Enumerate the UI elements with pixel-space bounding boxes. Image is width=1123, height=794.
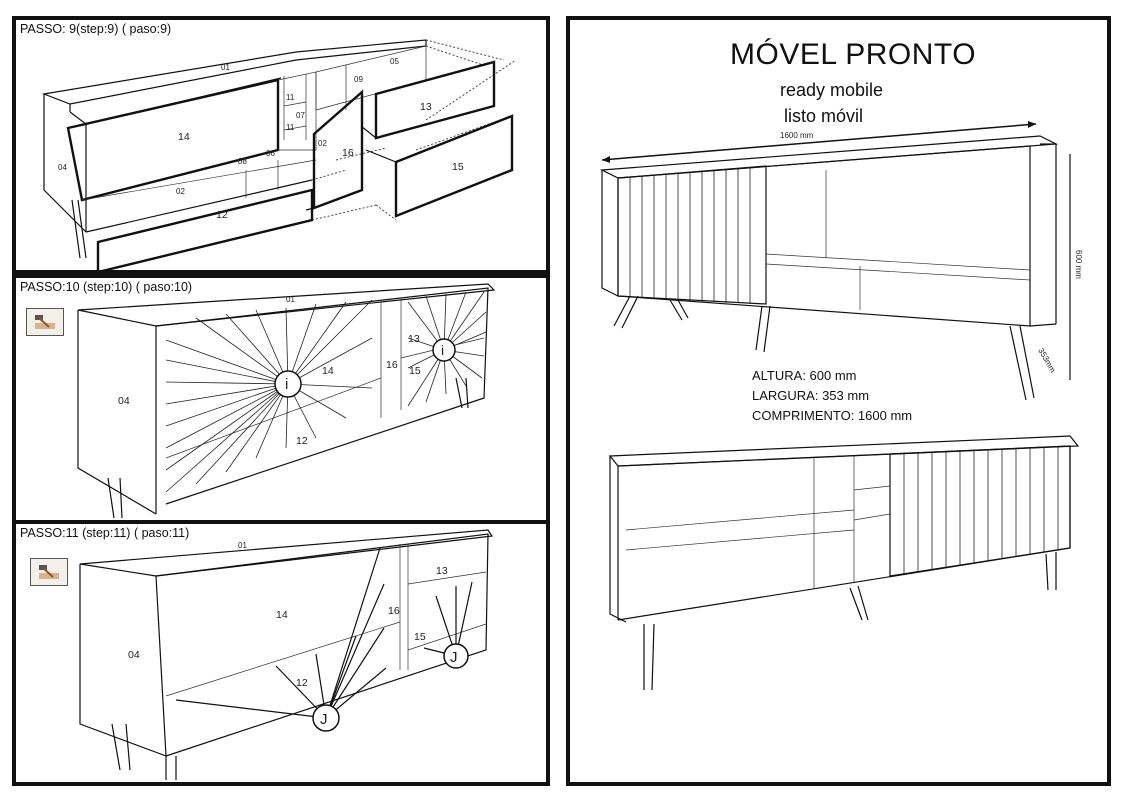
part-14: 14 — [322, 365, 334, 377]
step-11-diagram: J J 01 04 14 13 16 15 12 — [79, 529, 494, 780]
slatted-door-right — [889, 445, 1071, 577]
callout-i-left-label: i — [285, 376, 288, 393]
part-04: 04 — [128, 649, 140, 661]
part-04: 04 — [58, 163, 67, 172]
height-dimension-label: 600 mm — [1074, 250, 1083, 279]
spec-length: COMPRIMENTO: 1600 mm — [752, 408, 913, 423]
width-dimension-line — [601, 123, 1037, 161]
part-04: 04 — [118, 395, 130, 407]
part-05: 05 — [390, 57, 399, 66]
finished-title: MÓVEL PRONTO — [730, 38, 977, 71]
part-13: 13 — [436, 565, 448, 577]
step-11-arrows — [175, 547, 473, 719]
slatted-door-left — [617, 165, 767, 305]
callout-j-right — [443, 643, 469, 669]
part-02b: 02 — [176, 187, 185, 196]
part-13: 13 — [408, 333, 420, 345]
part-16: 16 — [386, 359, 398, 371]
callout-j-left — [312, 704, 340, 732]
part-01: 01 — [221, 63, 230, 72]
part-15: 15 — [452, 161, 464, 173]
part-01: 01 — [286, 295, 295, 304]
part-14: 14 — [178, 131, 190, 143]
step-10-diagram: i i 01 04 14 13 16 15 12 — [77, 283, 496, 519]
part-07: 07 — [296, 111, 305, 120]
step-9-panel: PASSO: 9(step:9) ( paso:9) — [12, 16, 550, 274]
step-9-title: PASSO: 9(step:9) ( paso:9) — [20, 22, 172, 36]
part-01: 01 — [238, 541, 247, 550]
step-9-labels: 01 05 09 11 11 07 02 08 06 14 13 16 15 0… — [58, 57, 464, 221]
callout-i-right — [432, 338, 456, 362]
hammer-icon — [26, 308, 64, 336]
hammer-icon — [30, 558, 68, 586]
finished-subtitle-es: listo móvil — [784, 106, 864, 126]
part-12: 12 — [216, 209, 228, 221]
part-12: 12 — [296, 435, 308, 447]
callout-i-right-label: i — [441, 342, 444, 358]
part-12: 12 — [296, 677, 308, 689]
width-dimension-label: 1600 mm — [780, 131, 814, 140]
step-9-diagram — [41, 39, 517, 274]
part-11b: 11 — [286, 123, 295, 132]
step-11-title: PASSO:11 (step:11) ( paso:11) — [20, 526, 190, 540]
callout-j-right-label: J — [450, 649, 458, 666]
part-08: 08 — [238, 157, 247, 166]
part-16: 16 — [388, 605, 400, 617]
part-13: 13 — [420, 101, 432, 113]
part-16: 16 — [342, 147, 354, 159]
part-11a: 11 — [286, 93, 295, 102]
finished-panel: MÓVEL PRONTO ready mobile listo móvil 16… — [566, 16, 1111, 786]
part-06: 06 — [266, 149, 275, 158]
depth-dimension-label: 353mm — [1036, 347, 1057, 375]
finished-front-view: 1600 mm 600 mm 353mm — [599, 121, 1083, 691]
part-02a: 02 — [318, 139, 327, 148]
step-10-panel: PASSO:10 (step:10) ( paso:10) — [12, 274, 550, 524]
part-14: 14 — [276, 609, 288, 621]
part-15: 15 — [409, 365, 421, 377]
step-11-panel: PASSO:11 (step:11) ( paso:11) — [12, 520, 550, 786]
callout-j-left-label: J — [320, 711, 328, 728]
part-15: 15 — [414, 631, 426, 643]
step-10-title: PASSO:10 (step:10) ( paso:10) — [20, 280, 193, 294]
finished-subtitle-en: ready mobile — [780, 80, 884, 100]
step-10-arrows-left — [165, 299, 373, 493]
callout-i-left — [274, 370, 302, 398]
hammer-glyph — [39, 565, 59, 579]
part-09: 09 — [354, 75, 363, 84]
spec-width: LARGURA: 353 mm — [752, 388, 870, 403]
spec-height: ALTURA: 600 mm — [752, 368, 857, 383]
hammer-glyph — [35, 315, 55, 329]
